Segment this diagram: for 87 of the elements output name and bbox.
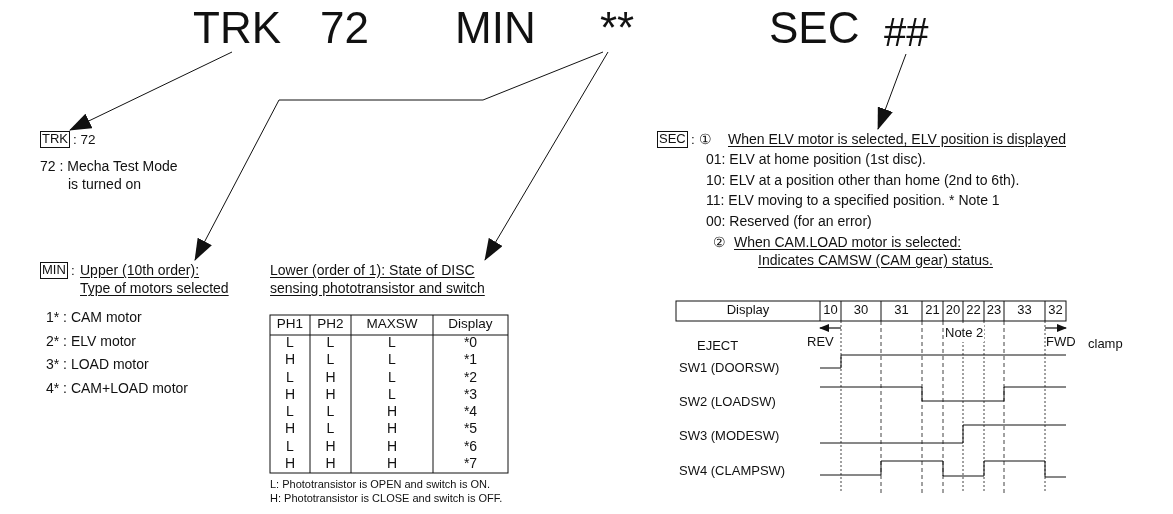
heading-text: SEC [769,6,860,50]
direction-label: FWD [1046,334,1076,351]
table-cell-text: H [283,351,297,369]
display-value: 30 [852,302,870,319]
table-cell-text: H [283,454,297,473]
table-cell-text: L [325,351,336,369]
table-cell-text: *2 [462,368,479,386]
display-value: 31 [893,302,910,319]
signal-label: SW2 (LOADSW) [679,394,776,411]
display-value: 10 [822,302,839,319]
direction-label: REV [807,334,834,351]
field-tag: SEC [657,131,688,148]
table-cell-text: L [387,385,397,404]
heading-text: Lower (order of 1): State of DISC sensing phototransistor and switch [270,261,515,298]
list-item: 01: ELV at home position (1st disc). [706,150,926,169]
table-cell-text: H [385,420,399,438]
table-cell-text: *1 [462,351,479,369]
separator-text: : 72 [73,131,96,149]
column-header: PH1 [275,316,305,333]
arrow [194,51,604,261]
field-tag: TRK [40,131,70,148]
table-cell-text: L [325,420,336,438]
table-cell-text: H [385,454,399,473]
table-cell-text: L [285,403,295,421]
table-cell-text: *4 [462,403,479,421]
list-item: 00: Reserved (for an error) [706,211,872,230]
column-header: Display [447,316,494,333]
table-cell-text: H [283,420,297,438]
field-tag: MIN [40,262,68,279]
list-item: 3* : LOAD motor [46,355,149,374]
list-item: 2* : ELV motor [46,331,136,350]
display-value: 23 [985,302,1003,319]
heading-text: TRK [193,6,281,50]
table-cell-text: *0 [462,334,479,352]
table-cell-text: L [285,368,295,386]
column-header: PH2 [316,316,345,333]
table-cell-text: L [387,368,397,386]
table-cell-text: H [385,437,399,455]
heading-text: MIN [455,6,536,50]
arrow [484,51,609,261]
heading-text: When ELV motor is selected, ELV position is displayed [728,130,1066,149]
state-label: clamp [1088,336,1123,353]
separator-text: : [71,262,75,280]
table-cell-text: L [387,351,397,369]
signal-label: SW4 (CLAMPSW) [679,463,786,480]
signal-label: SW1 (DOORSW) [679,360,780,377]
note-text: H: Phototransistor is CLOSE and switch is OFF. [270,490,503,505]
display-value: 21 [924,302,941,319]
table-cell-text: H [283,385,297,404]
list-item: 11: ELV moving to a specified position. * Note 1 [706,191,1000,210]
list-item: 10: ELV at a position other than home (2nd to 6th). [706,170,1020,189]
table-cell-text: H [324,454,337,473]
heading-text: ## [884,12,929,52]
separator-text: : ① [691,131,712,149]
table-cell-text: L [285,437,295,455]
column-header: MAXSW [365,316,419,333]
table-cell-text: *5 [462,420,479,438]
table-cell-text: L [387,334,397,352]
heading-text: 72 [320,6,369,50]
state-label: EJECT [697,338,739,355]
table-cell-text: L [285,334,295,352]
table-cell-text: H [324,437,337,455]
display-value: 22 [965,302,982,319]
table-cell-text: *6 [462,437,479,455]
heading-text: When CAM.LOAD motor is selected: Indicates CAMSW (CAM gear) status. [734,233,994,270]
heading-text: ** [600,6,635,50]
heading-text: Upper (10th order): Type of motors selected [80,261,231,298]
note-text: L: Phototransistor is OPEN and switch is ON. [270,477,491,492]
display-value: 33 [1016,302,1033,319]
arrow [69,51,233,131]
signal-label: SW3 (MODESW) [679,428,780,445]
table-cell-text: L [325,334,336,352]
note-text: 72 : Mecha Test Mode is turned on [40,157,179,194]
arrow [877,53,907,130]
table-cell-text: L [325,403,336,421]
table-cell-text: H [324,385,337,404]
list-item: 1* : CAM motor [46,308,142,327]
display-value: 32 [1047,302,1064,319]
list-item: 4* : CAM+LOAD motor [46,378,188,397]
table-cell-text: *3 [462,385,479,404]
row-header: Display [725,302,771,319]
table-cell-text: *7 [462,454,479,473]
note-text: Note 2 [944,325,985,342]
display-value: 20 [944,302,962,319]
table-cell-text: H [385,403,399,421]
step-number: ② [713,233,726,252]
table-cell-text: H [324,368,337,386]
